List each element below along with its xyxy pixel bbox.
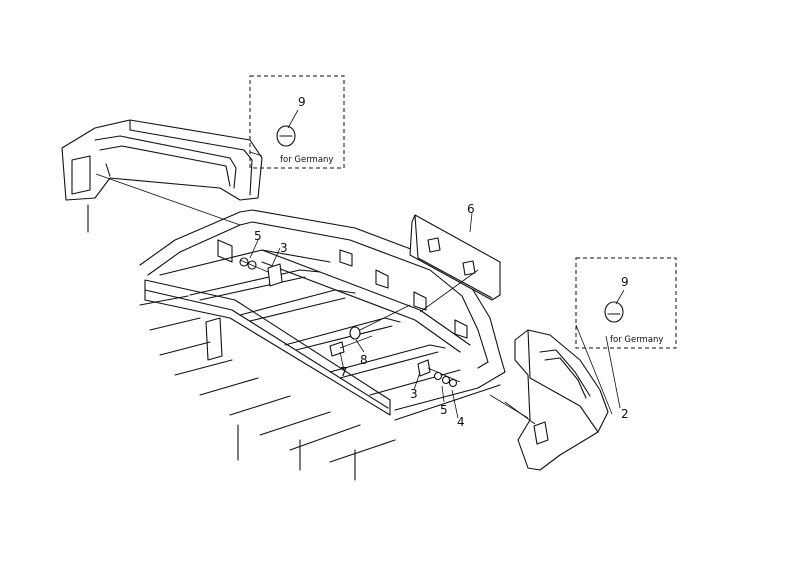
- callout-3-upper: 3: [280, 241, 288, 255]
- callout-5-upper: 5: [254, 229, 262, 243]
- upper-germany-inset: [249, 75, 345, 169]
- lower-germany-inset: [575, 257, 677, 349]
- callout-leaders: [249, 212, 473, 419]
- callout-9-lower: 9: [621, 275, 629, 289]
- upper-germany-note: for Germany: [280, 155, 333, 165]
- lower-leader-lines: [575, 289, 625, 415]
- callout-2: 2: [621, 407, 629, 421]
- upper-leader-lines: [287, 109, 299, 129]
- callout-7: 7: [340, 365, 348, 379]
- callout-9-upper: 9: [298, 95, 306, 109]
- chassis-frame: [139, 209, 506, 481]
- lower-germany-note: for Germany: [610, 335, 663, 345]
- callout-5-lower: 5: [440, 403, 448, 417]
- lower-counterweight: [489, 329, 609, 471]
- callout-8: 8: [360, 353, 368, 367]
- callout-4-lower: 4: [457, 415, 465, 429]
- part-6-plate: [409, 214, 501, 313]
- callout-6: 6: [467, 202, 475, 216]
- upper-counterweight: [61, 119, 263, 233]
- hardware-set-upper: [239, 257, 283, 287]
- callout-3-lower: 3: [410, 387, 418, 401]
